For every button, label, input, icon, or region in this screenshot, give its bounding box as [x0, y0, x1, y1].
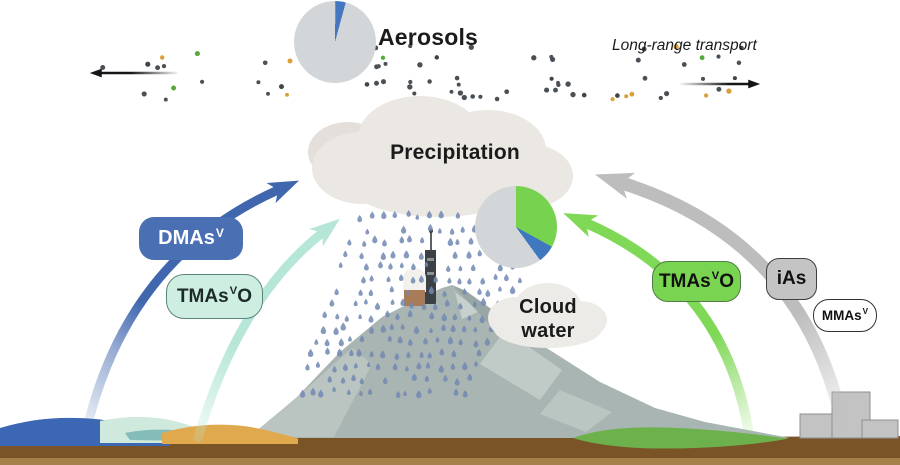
tmaso-land-label-suffix: O — [719, 270, 735, 292]
soil-base-line — [0, 458, 900, 465]
buildings — [799, 391, 899, 439]
precipitation-cloud — [308, 96, 573, 217]
cloud-water-pie-chart — [475, 186, 557, 268]
dmas-label-sup: V — [215, 225, 224, 240]
cloud-water-line2: water — [521, 319, 575, 342]
cloud-water-title: Cloud water — [496, 296, 600, 343]
mmas-label-text: MMAs — [821, 308, 862, 323]
mmas-label-sup: V — [862, 306, 869, 316]
ias-label-pill: iAs — [766, 258, 817, 300]
aerosols-pie-chart — [294, 1, 376, 83]
mountain — [248, 285, 790, 438]
tmaso-sea-label-suffix: O — [237, 285, 253, 307]
tmaso-land-label-text: TMAs — [658, 270, 711, 292]
aerosol-dots — [100, 44, 744, 102]
dmas-arrow — [83, 180, 299, 429]
gray-ias-arrow — [595, 172, 849, 429]
tmaso-land-arrow — [563, 213, 753, 433]
tmaso-land-label-sup: V — [711, 269, 720, 282]
tmaso-sea-label-sup: V — [229, 284, 238, 297]
aerosols-title: Aerosols — [378, 24, 479, 50]
cloud-water-cloud — [488, 283, 607, 348]
tmaso-sea-label-text: TMAs — [176, 285, 229, 307]
ias-label-text: iAs — [776, 268, 807, 289]
dmas-label-text: DMAs — [158, 227, 215, 249]
precipitation-title: Precipitation — [390, 141, 520, 164]
grass-patch — [573, 427, 789, 449]
long-range-transport-label: Long-range transport — [612, 37, 757, 54]
cloud-water-line1: Cloud — [519, 296, 577, 318]
